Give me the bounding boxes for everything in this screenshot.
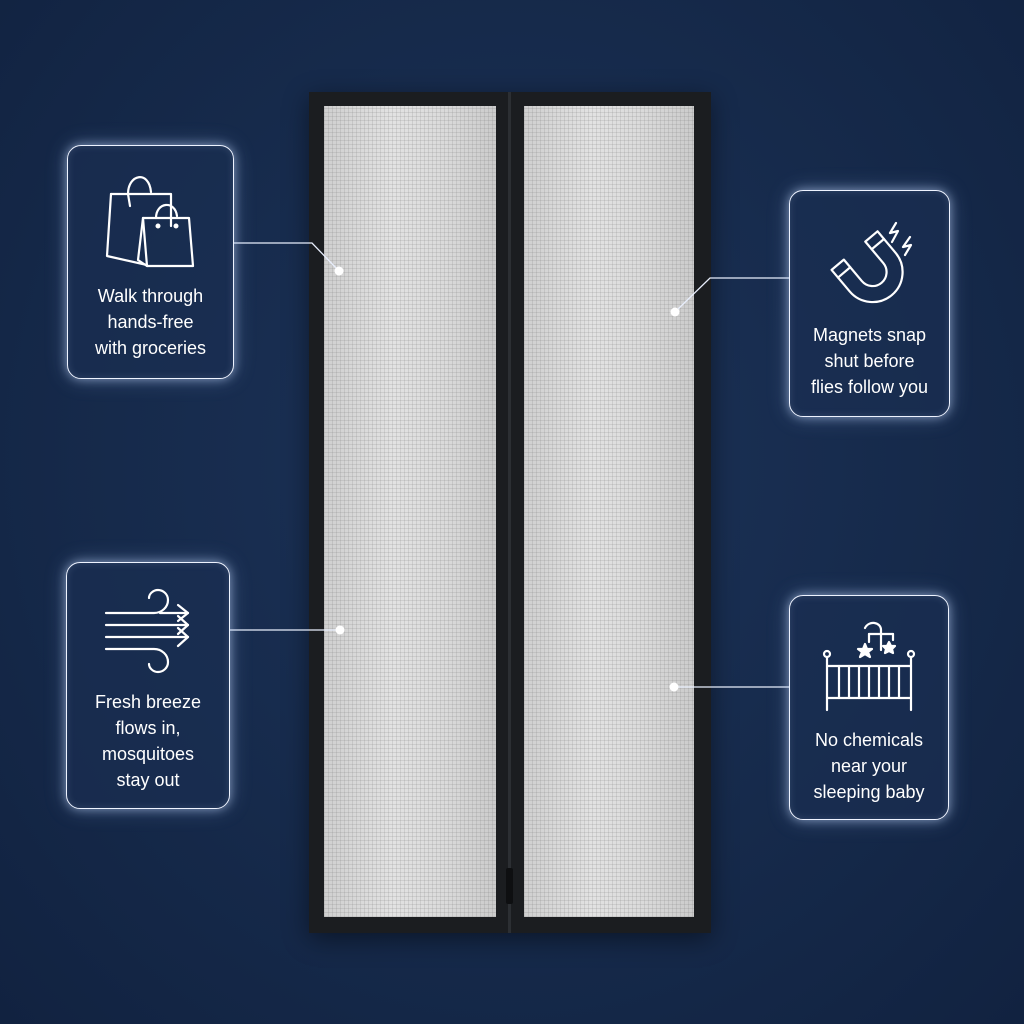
- left-mesh-panel: [324, 106, 496, 917]
- feature-label-baby: No chemicals near your sleeping baby: [813, 730, 925, 802]
- magnetic-screen-door: [309, 92, 711, 933]
- crib-mobile-icon: [822, 621, 916, 712]
- feature-card-groceries: Walk through hands-free with groceries: [67, 145, 234, 379]
- feature-card-breeze: Fresh breeze flows in, mosquitoes stay o…: [66, 562, 230, 809]
- wind-icon: [104, 588, 190, 674]
- magnetic-seam: [508, 92, 511, 933]
- magnet-icon: [829, 221, 912, 304]
- feature-card-magnets: Magnets snap shut before flies follow yo…: [789, 190, 950, 417]
- feature-card-baby: No chemicals near your sleeping baby: [789, 595, 949, 820]
- right-mesh-panel: [524, 106, 694, 917]
- door-snap-clip: [506, 868, 513, 904]
- feature-label-breeze: Fresh breeze flows in, mosquitoes stay o…: [94, 692, 202, 790]
- feature-label-groceries: Walk through hands-free with groceries: [94, 286, 207, 358]
- shopping-bags-icon: [105, 176, 194, 268]
- feature-label-magnets: Magnets snap shut before flies follow yo…: [810, 325, 929, 397]
